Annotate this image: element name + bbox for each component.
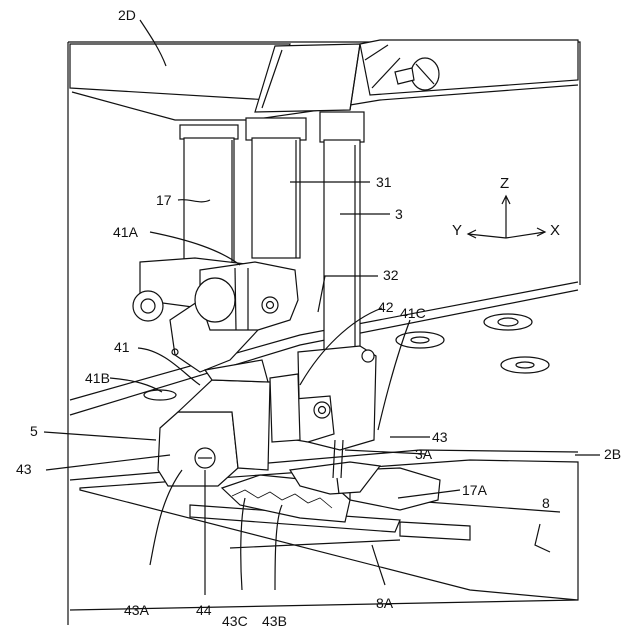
label-41B: 41B: [85, 371, 110, 385]
xyz-axis-indicator: [468, 196, 545, 238]
label-31: 31: [376, 175, 392, 189]
label-43-right: 43: [432, 430, 448, 444]
needle-bar-3: [320, 112, 364, 352]
guide-rod-31: [246, 118, 306, 258]
label-8A: 8A: [376, 596, 393, 610]
label-43A: 43A: [124, 603, 149, 617]
label-2B: 2B: [604, 447, 621, 461]
label-41A: 41A: [113, 225, 138, 239]
label-3: 3: [395, 207, 403, 221]
label-43-left: 43: [16, 462, 32, 476]
axis-label-y: Y: [452, 223, 462, 238]
label-41: 41: [114, 340, 130, 354]
label-42: 42: [378, 300, 394, 314]
label-5: 5: [30, 424, 38, 438]
axis-label-z: Z: [500, 176, 509, 191]
label-17: 17: [156, 193, 172, 207]
label-44: 44: [196, 603, 212, 617]
bracket-41: [133, 258, 298, 372]
label-41C: 41C: [400, 306, 426, 320]
label-8: 8: [542, 496, 550, 510]
label-2D: 2D: [118, 8, 136, 22]
label-3A: 3A: [415, 447, 432, 461]
axis-label-x: X: [550, 223, 560, 238]
foot-holder-43: [158, 360, 270, 486]
label-32: 32: [383, 268, 399, 282]
label-43B: 43B: [262, 614, 287, 628]
label-43C: 43C: [222, 614, 248, 628]
label-17A: 17A: [462, 483, 487, 497]
